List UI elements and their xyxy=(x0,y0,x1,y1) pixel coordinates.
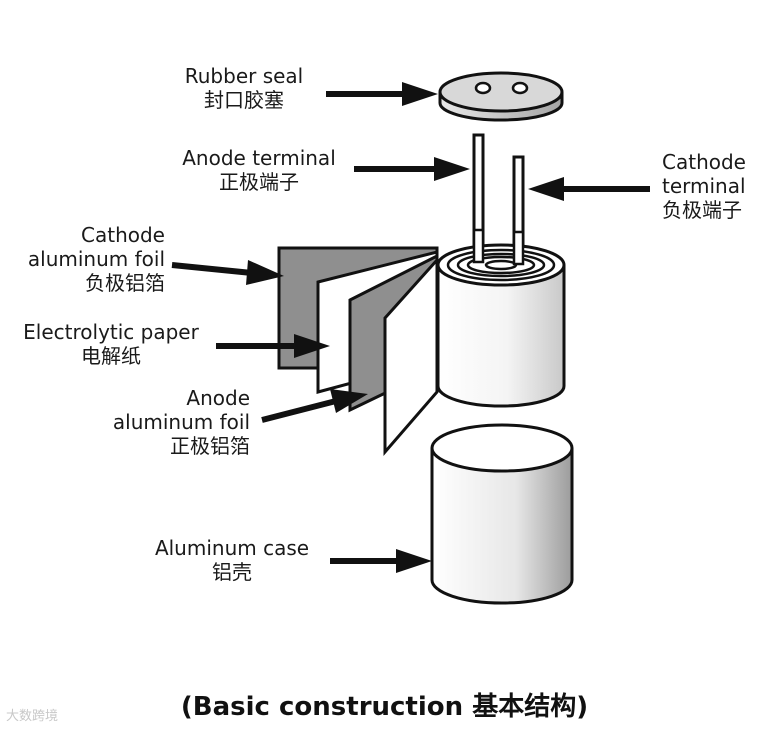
rubber-seal-part xyxy=(438,71,564,122)
anode-foil-en2: aluminum foil xyxy=(112,410,250,434)
cathode-terminal-label: Cathode terminal 负极端子 xyxy=(662,150,746,222)
wound-element-part xyxy=(436,228,566,408)
rubber-seal-zh: 封口胶塞 xyxy=(204,88,284,112)
anode-terminal-label: Anode terminal 正极端子 xyxy=(170,146,348,194)
rubber-seal-label: Rubber seal 封口胶塞 xyxy=(166,64,322,112)
anode-foil-label: Anode aluminum foil 正极铝箔 xyxy=(90,386,250,458)
figure-caption: (Basic construction 基本结构) xyxy=(180,692,589,722)
electrolytic-paper-zh: 电解纸 xyxy=(81,344,141,368)
anode-terminal-en: Anode terminal xyxy=(182,146,336,170)
cathode-foil-en1: Cathode xyxy=(81,223,165,247)
cathode-foil-zh: 负极铝箔 xyxy=(85,271,165,295)
aluminum-case-zh: 铝壳 xyxy=(212,560,252,584)
aluminum-case-en: Aluminum case xyxy=(154,536,310,560)
electrolytic-paper-en: Electrolytic paper xyxy=(23,320,199,344)
cathode-terminal-en1: Cathode xyxy=(662,150,746,174)
cathode-foil-en2: aluminum foil xyxy=(27,247,165,271)
anode-foil-en1: Anode xyxy=(186,386,250,410)
callout-arrows xyxy=(171,82,650,573)
aluminum-case-part xyxy=(430,423,574,605)
anode-foil-zh: 正极铝箔 xyxy=(170,434,250,458)
electrolytic-paper-label: Electrolytic paper 电解纸 xyxy=(6,320,216,368)
aluminum-case-label: Aluminum case 铝壳 xyxy=(142,536,322,584)
cathode-terminal-zh: 负极端子 xyxy=(662,198,742,222)
rubber-seal-en: Rubber seal xyxy=(184,64,304,88)
cathode-foil-label: Cathode aluminum foil 负极铝箔 xyxy=(10,223,165,295)
anode-terminal-zh: 正极端子 xyxy=(219,170,299,194)
watermark-text: 大数跨境 xyxy=(6,709,59,724)
cathode-terminal-en2: terminal xyxy=(662,174,746,198)
foil-layers-part xyxy=(277,246,439,457)
